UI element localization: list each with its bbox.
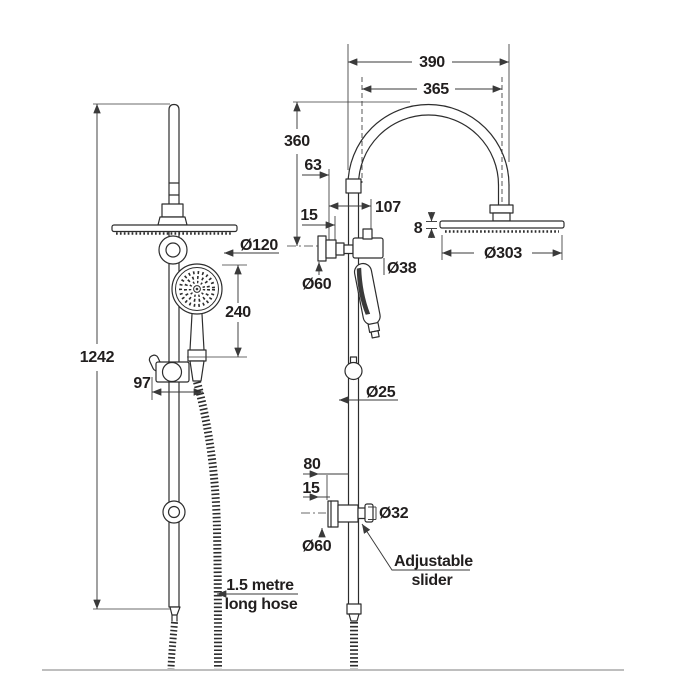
dimension-1242: 1242 bbox=[80, 103, 170, 610]
ball-joint bbox=[344, 356, 363, 381]
dimension-15-top: 15 bbox=[300, 207, 336, 241]
dim-63-label: 63 bbox=[304, 157, 322, 174]
dim-97-label: 97 bbox=[133, 375, 151, 392]
slider-note-line1: Adjustable bbox=[394, 553, 473, 570]
dimension-15-bottom: 15 bbox=[302, 475, 330, 501]
dia-303-label: Ø303 bbox=[484, 245, 522, 262]
dimension-80: 80 bbox=[303, 456, 349, 478]
side-handshower bbox=[353, 262, 381, 339]
dim-390-label: 390 bbox=[419, 54, 445, 71]
gooseneck-arm bbox=[347, 103, 510, 206]
front-view: 1242 Ø120 bbox=[80, 103, 298, 670]
front-rail bbox=[168, 103, 180, 608]
dia-38-label: Ø38 bbox=[387, 260, 417, 277]
front-lower-knob bbox=[162, 500, 186, 524]
hose-note-line2: long hose bbox=[225, 596, 298, 613]
dimension-8: 8 bbox=[414, 212, 437, 238]
dim-365-label: 365 bbox=[423, 81, 449, 98]
dimension-dia60-top: Ø60 bbox=[302, 262, 332, 293]
dimension-dia60-bottom: Ø60 bbox=[302, 528, 332, 555]
dimension-240: 240 bbox=[187, 264, 252, 358]
upper-wall-bracket bbox=[317, 228, 384, 262]
hose-note-line1: 1.5 metre bbox=[226, 577, 294, 594]
dim-15-top-label: 15 bbox=[300, 207, 318, 224]
dimension-390: 390 bbox=[347, 44, 510, 170]
slider-note: Adjustable slider bbox=[361, 523, 473, 589]
dimension-dia303: Ø303 bbox=[441, 235, 563, 262]
dim-107-label: 107 bbox=[375, 199, 401, 216]
side-bottom-hose bbox=[346, 603, 362, 669]
dimension-dia38: Ø38 bbox=[383, 258, 417, 277]
front-hoses bbox=[167, 380, 222, 670]
front-slider bbox=[148, 354, 190, 383]
dimension-63: 63 bbox=[302, 157, 330, 247]
dim-8-label: 8 bbox=[414, 220, 423, 237]
dia-25-label: Ø25 bbox=[366, 384, 396, 401]
side-view: 390 365 bbox=[284, 44, 565, 669]
dimension-dia32: Ø32 bbox=[368, 505, 409, 522]
dia-120-label: Ø120 bbox=[240, 237, 278, 254]
dim-240-label: 240 bbox=[225, 304, 251, 321]
dimension-360: 360 bbox=[284, 101, 410, 247]
front-wall-flange bbox=[158, 235, 188, 265]
dimension-dia25: Ø25 bbox=[339, 384, 398, 404]
side-overhead-shower bbox=[439, 204, 565, 233]
dim-80-label: 80 bbox=[303, 456, 321, 473]
dia-60-bottom-label: Ø60 bbox=[302, 538, 332, 555]
dimension-107: 107 bbox=[329, 199, 401, 234]
dim-1242-label: 1242 bbox=[80, 349, 115, 366]
adjustable-slider-bracket bbox=[301, 500, 374, 528]
hose-note: 1.5 metre long hose bbox=[217, 577, 298, 613]
dimension-dia120: Ø120 bbox=[224, 237, 279, 257]
front-handshower bbox=[171, 263, 223, 382]
dimension-97: 97 bbox=[133, 375, 203, 400]
dim-15-bottom-label: 15 bbox=[302, 480, 320, 497]
dimension-365: 365 bbox=[361, 77, 503, 227]
dim-360-label: 360 bbox=[284, 133, 310, 150]
slider-note-line2: slider bbox=[412, 572, 453, 589]
dia-32-label: Ø32 bbox=[379, 505, 409, 522]
dia-60-top-label: Ø60 bbox=[302, 276, 332, 293]
front-overhead-shower bbox=[111, 203, 238, 235]
